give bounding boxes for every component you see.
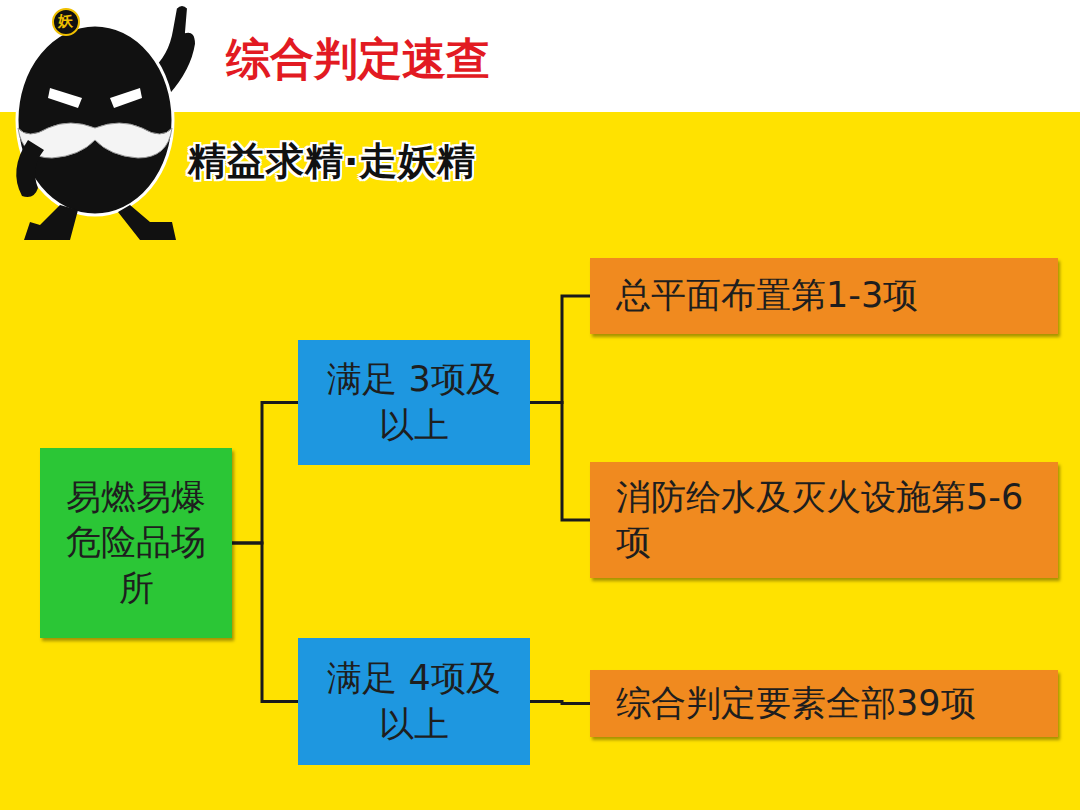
category-box: 易燃易爆危险品场所: [40, 448, 232, 638]
box-text: 综合判定要素全部39项: [616, 681, 1032, 727]
bracket-connector: [232, 543, 298, 702]
criteria-box: 总平面布置第1-3项: [590, 258, 1058, 334]
condition-box: 满足 3项及以上: [298, 340, 530, 465]
mascot-eye: [110, 88, 142, 108]
bracket-connector: [530, 296, 590, 403]
box-text: 满足 4项及以上: [310, 656, 518, 747]
box-text: 总平面布置第1-3项: [616, 273, 1032, 319]
slogan-text: 精益求精·走妖精: [188, 136, 476, 187]
mascot-eye: [48, 88, 82, 108]
page-title: 综合判定速查: [226, 30, 490, 89]
bracket-connector: [530, 702, 590, 704]
condition-box: 满足 4项及以上: [298, 638, 530, 765]
criteria-box: 消防给水及灭火设施第5-6项: [590, 462, 1058, 578]
mascot-body: [17, 25, 173, 215]
criteria-box: 综合判定要素全部39项: [590, 670, 1058, 737]
bracket-connector: [232, 403, 298, 544]
box-text: 满足 3项及以上: [310, 357, 518, 448]
mascot-arm: [16, 140, 44, 197]
bracket-connector: [530, 403, 590, 521]
mascot-emblem-text: 妖: [58, 12, 73, 31]
mascot-emblem: [53, 9, 79, 35]
box-text: 消防给水及灭火设施第5-6项: [616, 475, 1032, 566]
mascot-leg: [118, 205, 176, 240]
mascot-leg: [24, 205, 78, 240]
box-text: 易燃易爆危险品场所: [54, 475, 218, 612]
